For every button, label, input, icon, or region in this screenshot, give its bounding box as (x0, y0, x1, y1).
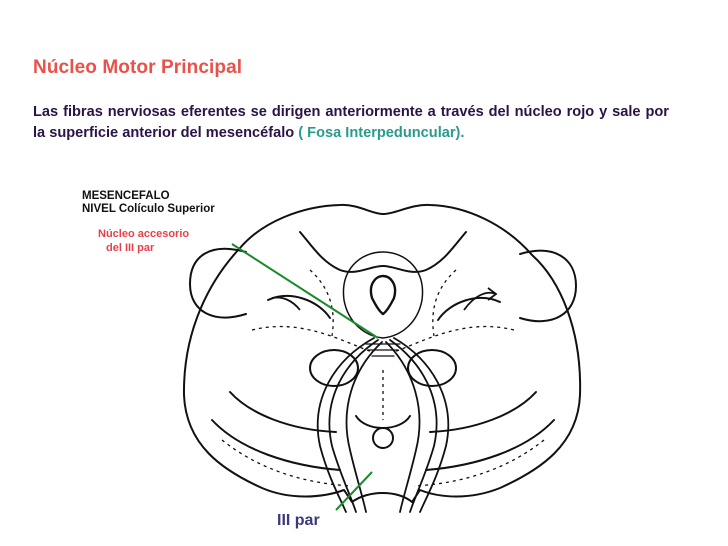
paragraph-highlight-text: ( Fosa Interpeduncular). (298, 125, 465, 141)
pointer-lines (231, 243, 379, 511)
oculomotor-nerve-fibers (316, 337, 450, 513)
midbrain-outline (182, 203, 582, 503)
callout-nucleus-line1: Núcleo accesorio (98, 228, 189, 240)
slide-paragraph: Las fibras nerviosas eferentes se dirige… (33, 102, 669, 144)
nerve-label-iii-par: III par (277, 512, 320, 529)
fiber-arrows (271, 287, 498, 311)
slide-title: Núcleo Motor Principal (33, 57, 243, 78)
figure-header-line1: MESENCEFALO (82, 190, 170, 202)
paragraph-main-text: Las fibras nerviosas eferentes se dirige… (33, 104, 669, 141)
callout-nucleus-line2: del III par (106, 242, 155, 254)
figure-header-line2: NIVEL Colículo Superior (82, 203, 215, 215)
internal-dashed-lines (221, 269, 545, 487)
